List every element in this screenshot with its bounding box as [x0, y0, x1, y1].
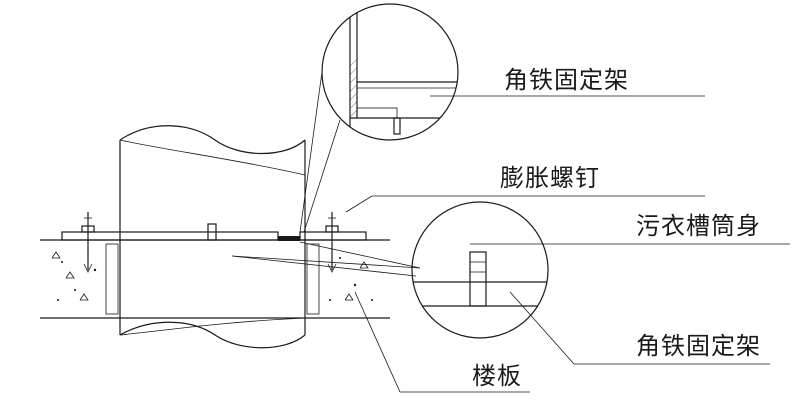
- label-bracket-bottom: 角铁固定架: [636, 332, 761, 360]
- leader-top-circle: [299, 71, 323, 233]
- label-expansion-bolt: 膨胀螺钉: [500, 164, 600, 192]
- leader-top-circle-2: [303, 119, 341, 233]
- label-drum-body: 污衣槽筒身: [636, 212, 761, 240]
- angle-iron-flange: [61, 223, 367, 241]
- slab-sleeve: [105, 243, 320, 315]
- drum-body: [119, 125, 306, 349]
- detail-circle-top: [321, 3, 459, 141]
- detail-callout-wedge: [231, 241, 421, 277]
- label-bracket-top: 角铁固定架: [504, 66, 629, 94]
- expansion-bolt-left: [81, 212, 95, 273]
- detail-circle-bottom: [411, 201, 549, 339]
- label-floor-slab: 楼板: [472, 362, 522, 390]
- label-leaders: [345, 95, 790, 393]
- floor-slab: [40, 239, 390, 319]
